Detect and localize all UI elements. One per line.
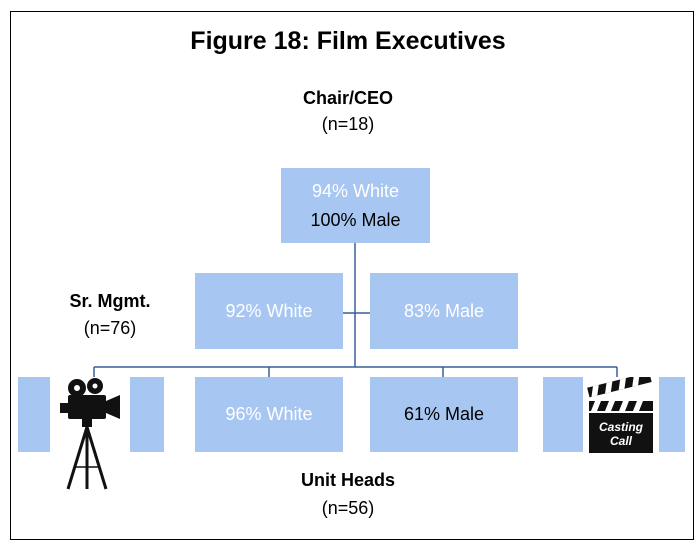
- unit-n: (n=56): [321, 498, 375, 518]
- movie-camera-icon: [50, 377, 130, 492]
- chair-n: (n=18): [321, 114, 375, 134]
- unit-male-pct: 61% Male: [403, 404, 485, 424]
- senior-n: (n=76): [83, 318, 137, 338]
- chair-label: Chair/CEO: [302, 88, 394, 108]
- clapper-text-line1: Casting: [599, 420, 644, 434]
- unit-male-box: 61% Male: [370, 377, 518, 452]
- senior-label: Sr. Mgmt.: [69, 291, 151, 311]
- senior-male-pct: 83% Male: [403, 300, 485, 321]
- senior-male-box: 83% Male: [370, 273, 518, 349]
- unit-white-box: 96% White: [195, 377, 343, 452]
- chair-box: 94% White 100% Male: [281, 168, 430, 243]
- clapper-text-line2: Call: [610, 434, 633, 448]
- unit-white-pct: 96% White: [225, 404, 313, 424]
- senior-white-pct: 92% White: [225, 300, 313, 321]
- figure-title: Figure 18: Film Executives: [190, 27, 506, 55]
- senior-white-box: 92% White: [195, 273, 343, 349]
- chair-white-pct: 94% White: [311, 180, 400, 201]
- clapperboard-icon: Casting Call: [583, 377, 659, 457]
- unit-label: Unit Heads: [300, 470, 396, 490]
- chair-male-pct: 100% Male: [310, 209, 401, 230]
